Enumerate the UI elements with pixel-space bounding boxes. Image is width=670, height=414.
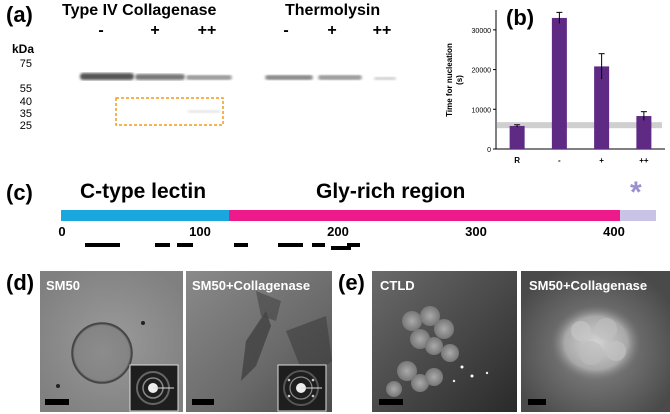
panel-a-label: (a): [6, 2, 33, 27]
gel-band: [186, 75, 232, 80]
x-tick-label: ++: [639, 156, 649, 165]
peptide-fragment: [331, 246, 351, 250]
axis-tick: 400: [603, 224, 625, 239]
lane-sign: -: [283, 22, 289, 39]
gel-band: [135, 74, 185, 80]
highlight-box: [115, 97, 224, 126]
bar: [636, 116, 652, 149]
axis-tick: 300: [465, 224, 487, 239]
image-label: CTLD: [380, 278, 415, 293]
lane-sign: +: [327, 22, 337, 39]
kda-mark: 55: [19, 83, 32, 95]
lane-sign: -: [98, 22, 104, 39]
bar: [594, 66, 610, 149]
peptide-fragment: [85, 243, 120, 247]
collagenase-title: Type IV Collagenase: [62, 2, 217, 19]
kda-mark: 40: [19, 96, 32, 108]
lane-sign: +: [150, 22, 160, 39]
tem-image-sm50: SM50: [40, 271, 183, 412]
y-tick-label: 10000: [472, 107, 492, 114]
gel-band: [318, 75, 362, 80]
panel-b-label: (b): [506, 5, 535, 30]
y-axis-label: Time for nucleation(s): [445, 43, 464, 117]
x-tick-label: +: [599, 156, 604, 165]
reference-band: [497, 122, 662, 129]
gel-image: [60, 55, 405, 135]
axis-tick: 100: [189, 224, 211, 239]
image-label: SM50+Collagenase: [192, 278, 311, 293]
scale-bar: [192, 399, 214, 405]
image-ctld: CTLD: [372, 271, 517, 412]
image-label: SM50: [46, 278, 80, 293]
panel-d-label: (d): [6, 270, 35, 295]
gel-band: [374, 77, 396, 80]
peptide-fragment: [347, 243, 360, 247]
kda-title: kDa: [12, 42, 35, 56]
scale-bar: [528, 399, 546, 405]
axis-tick: 0: [58, 224, 66, 239]
lane-sign: ++: [372, 22, 392, 39]
peptide-fragment: [234, 243, 248, 247]
panel-e-label: (e): [338, 270, 365, 295]
star-mark: *: [630, 176, 642, 209]
image-sm50-collagenase-e: SM50+Collagenase: [521, 271, 670, 412]
peptide-fragment: [155, 243, 170, 247]
panel-c-label: (c): [6, 180, 33, 205]
domain-lectin-bar: [61, 210, 229, 221]
peptide-fragment: [177, 243, 193, 247]
domain-lectin-label: C-type lectin: [80, 180, 207, 203]
y-tick-label: 0: [487, 147, 491, 154]
x-tick-label: R: [514, 156, 520, 165]
axis-tick: 200: [327, 224, 349, 239]
y-tick-label: 30000: [472, 28, 492, 35]
kda-mark: 25: [19, 120, 32, 132]
tem-image-sm50-collagenase: SM50+Collagenase: [186, 271, 332, 412]
kda-mark: 75: [19, 58, 32, 70]
thermolysin-title: Thermolysin: [285, 2, 381, 19]
scale-bar: [379, 399, 403, 405]
image-label: SM50+Collagenase: [529, 278, 648, 293]
lane-sign: ++: [197, 22, 217, 39]
peptide-fragment: [312, 243, 325, 247]
domain-gly-label: Gly-rich region: [316, 180, 466, 203]
bar: [509, 125, 525, 149]
peptide-fragment: [278, 243, 303, 247]
bar: [551, 17, 567, 150]
scale-bar: [45, 399, 69, 405]
y-tick-label: 20000: [472, 68, 492, 75]
gel-band: [80, 73, 134, 80]
gel-band: [265, 75, 313, 80]
faint-band: [188, 110, 220, 113]
x-tick-label: -: [558, 156, 561, 165]
domain-gly-bar: [229, 210, 620, 221]
domain-tail-bar: [620, 210, 656, 221]
kda-mark: 35: [19, 108, 32, 120]
